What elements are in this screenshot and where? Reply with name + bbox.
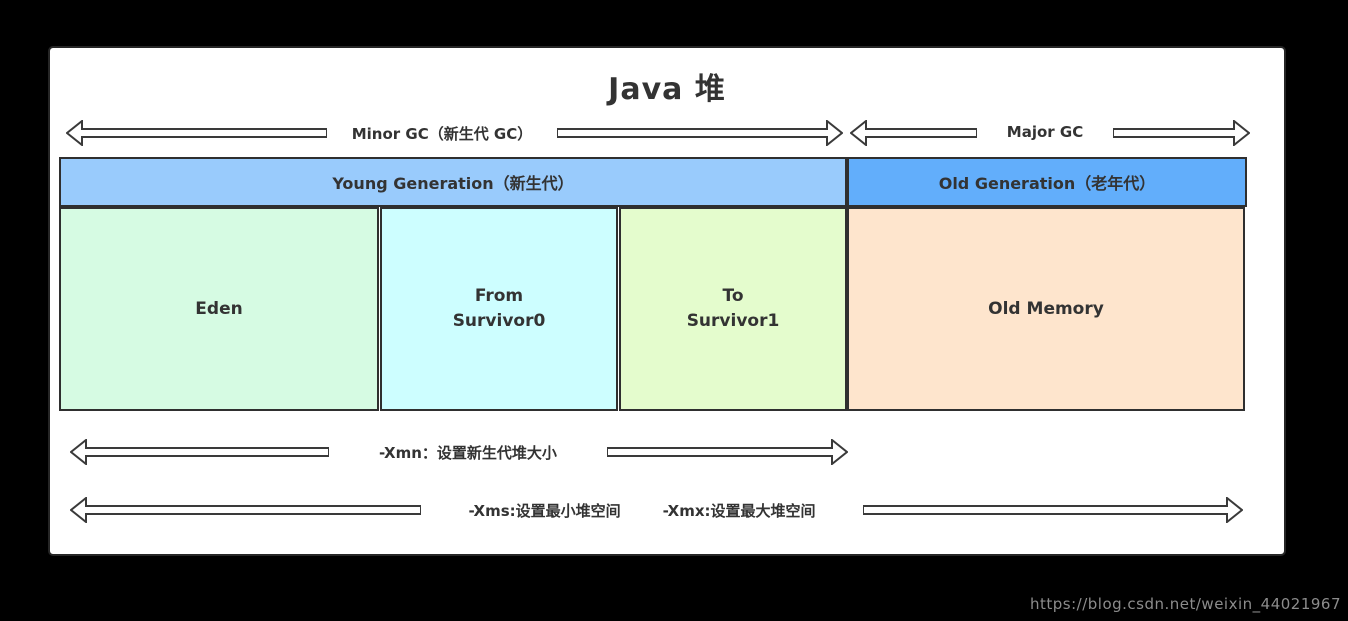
from-survivor0-region-box: From Survivor0 bbox=[380, 207, 618, 411]
xms-flag-label: -Xms:设置最小堆空间 bbox=[468, 502, 621, 520]
young-generation-header: Young Generation（新生代） bbox=[59, 157, 847, 207]
xms-left-arrow-icon bbox=[70, 497, 421, 523]
xmn-right-arrow-icon bbox=[607, 439, 848, 465]
minor-gc-right-arrow-icon bbox=[557, 120, 843, 146]
old-generation-header: Old Generation（老年代） bbox=[847, 157, 1247, 207]
minor-gc-label: Minor GC（新生代 GC） bbox=[351, 125, 533, 143]
to-survivor1-label-line2: Survivor1 bbox=[686, 311, 780, 331]
old-memory-region-box: Old Memory bbox=[847, 207, 1245, 411]
xmn-left-arrow-icon bbox=[70, 439, 329, 465]
young-generation-label: Young Generation（新生代） bbox=[332, 174, 574, 193]
xmx-flag-label: -Xmx:设置最大堆空间 bbox=[662, 502, 816, 520]
diagram-title: Java 堆 bbox=[608, 72, 726, 107]
xmn-flag-label: -Xmn：设置新生代堆大小 bbox=[379, 444, 557, 462]
to-survivor1-label-line1: To bbox=[722, 286, 744, 307]
major-gc-right-arrow-icon bbox=[1113, 120, 1250, 146]
java-heap-diagram-panel: Java 堆 Minor GC（新生代 GC） Major GC Young G… bbox=[48, 46, 1286, 556]
watermark-url: https://blog.csdn.net/weixin_44021967 bbox=[1029, 595, 1341, 613]
major-gc-left-arrow-icon bbox=[850, 120, 977, 146]
old-memory-label: Old Memory bbox=[988, 298, 1104, 319]
minor-gc-left-arrow-icon bbox=[66, 120, 327, 146]
eden-region-box: Eden bbox=[59, 207, 379, 411]
major-gc-label: Major GC bbox=[1006, 123, 1084, 141]
xmx-right-arrow-icon bbox=[863, 497, 1243, 523]
eden-label: Eden bbox=[195, 298, 243, 319]
to-survivor1-region-box: To Survivor1 bbox=[619, 207, 847, 411]
heap-size-flags-row: -Xms:设置最小堆空间 -Xmx:设置最大堆空间 bbox=[421, 500, 863, 521]
old-generation-label: Old Generation（老年代） bbox=[938, 174, 1156, 193]
from-survivor0-label-line2: Survivor0 bbox=[452, 311, 546, 331]
from-survivor0-label-line1: From bbox=[474, 286, 524, 307]
